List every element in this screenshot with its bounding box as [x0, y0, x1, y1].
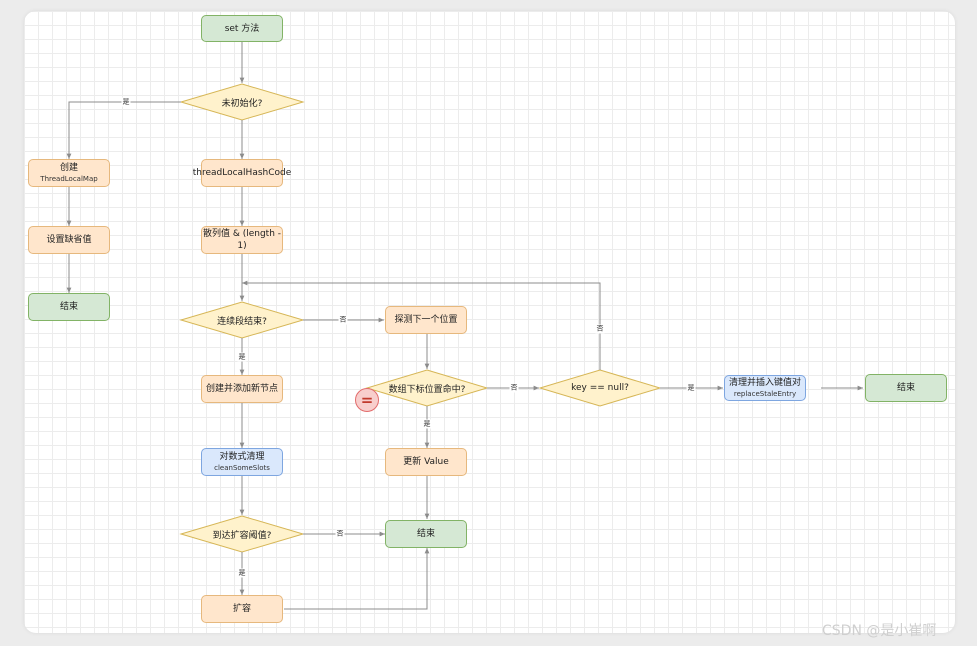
- flow-edges: [66, 42, 863, 610]
- diamond-key-null: [538, 369, 662, 407]
- edge-lines: [66, 42, 863, 610]
- edge-label-threshold-yes: 是: [237, 568, 247, 578]
- node-probe-next: 探测下一个位置: [385, 306, 467, 334]
- edge-label-hit-yes: 是: [422, 419, 432, 429]
- equals-badge[interactable]: =: [355, 388, 379, 412]
- edge-label-hit-no: 否: [509, 383, 519, 393]
- edge-label-threshold-no: 否: [335, 529, 345, 539]
- node-hash-code: threadLocalHashCode: [193, 159, 291, 187]
- node-create-map: 创建 ThreadLocalMap: [28, 159, 110, 187]
- node-update-value: 更新 Value: [385, 448, 467, 476]
- node-set-default: 设置缺省值: [28, 226, 110, 254]
- edge-label-segment-yes: 是: [237, 352, 247, 362]
- node-end-right: 结束: [865, 374, 947, 402]
- node-replace-entry: 清理并插入键值对 replaceStaleEntry: [724, 375, 806, 401]
- node-set-method: set 方法: [201, 15, 283, 42]
- node-expand: 扩容: [201, 595, 283, 623]
- node-end-middle: 结束: [385, 520, 467, 548]
- edge-label-null-yes: 是: [686, 383, 696, 393]
- label-threshold: 到达扩容阈值?: [212, 530, 272, 541]
- node-end-left: 结束: [28, 293, 110, 321]
- label-index-hit: 数组下标位置命中?: [388, 384, 466, 395]
- label-segment-end: 连续段结束?: [217, 316, 267, 327]
- diagram-canvas: set 方法 创建 ThreadLocalMap 设置缺省值 结束 thread…: [24, 11, 955, 633]
- edge-label-segment-no: 否: [338, 315, 348, 325]
- edge-label-init-yes: 是: [121, 97, 131, 107]
- csdn-watermark: CSDN @是小崔啊: [822, 623, 937, 639]
- node-create-node: 创建并添加新节点: [201, 375, 283, 403]
- node-clean-slots: 对数式清理 cleanSomeSlots: [201, 448, 283, 476]
- label-not-initialized: 未初始化?: [221, 98, 263, 109]
- edge-label-null-no: 否: [595, 324, 605, 334]
- label-key-null: key == null?: [571, 383, 629, 393]
- node-hash-value: 散列值 & (length - 1): [201, 226, 283, 254]
